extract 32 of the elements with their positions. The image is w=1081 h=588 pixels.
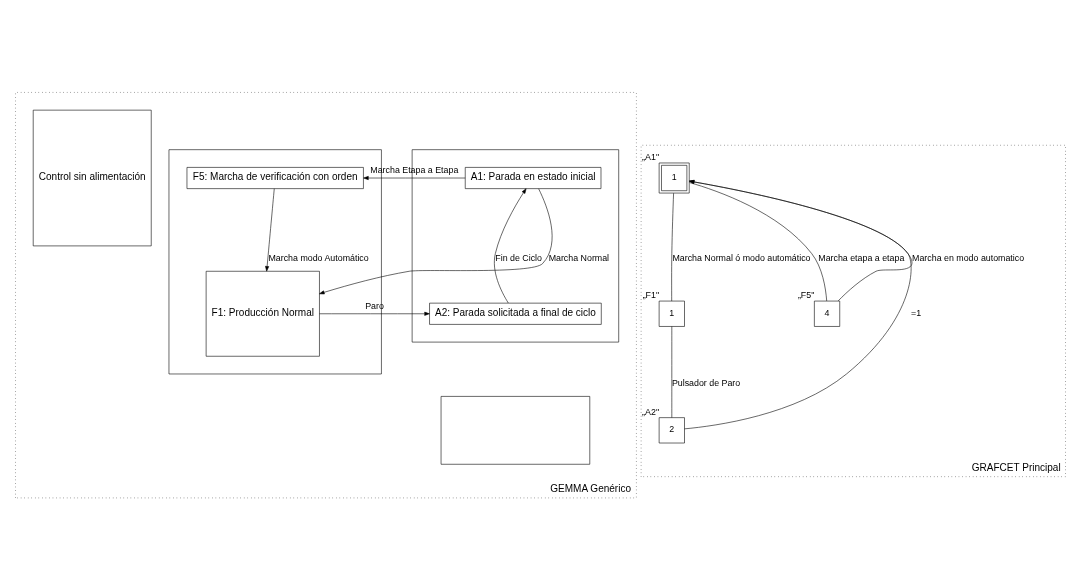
arrow <box>319 188 553 294</box>
connector <box>689 181 827 301</box>
node-label: „F5" <box>797 289 815 300</box>
edge-label: Fin de Ciclo <box>495 252 543 263</box>
node-box: A2: Parada solicitada a final de ciclo <box>429 302 602 325</box>
node-box <box>440 395 591 465</box>
node-box: 2 <box>658 416 685 443</box>
arrow <box>319 311 430 316</box>
node-box: 1 <box>658 300 685 327</box>
node-label: „A2" <box>642 406 660 417</box>
edge-label: Marcha modo Automático <box>268 252 369 263</box>
edge-label: Marcha Normal <box>548 252 610 263</box>
node-label: „A1" <box>642 151 660 162</box>
node-label: „F1" <box>642 289 660 300</box>
arrow <box>494 187 527 303</box>
edge-label: Marcha en modo automatico <box>912 252 1025 263</box>
edge-label: Marcha Normal ó modo automático <box>672 252 811 263</box>
edge-label: Paro <box>365 300 384 311</box>
edge-label: =1 <box>911 307 922 318</box>
arrow <box>684 179 912 429</box>
node-box: 4 <box>814 300 841 327</box>
edge-label: Pulsador de Paro <box>671 377 741 388</box>
arrow <box>265 187 275 271</box>
node-box: F5: Marcha de verificación con orden <box>186 166 364 189</box>
edge-label: Marcha etapa a etapa <box>818 252 905 263</box>
edge-label: Marcha Etapa a Etapa <box>370 164 459 175</box>
node-box: Control sin alimentación <box>32 109 152 246</box>
node-box: A1: Parada en estado inicial <box>464 166 602 189</box>
arrow <box>363 175 466 180</box>
arrow <box>689 179 913 301</box>
node-box: F1: Producción Normal <box>205 270 320 357</box>
connector <box>671 325 673 418</box>
